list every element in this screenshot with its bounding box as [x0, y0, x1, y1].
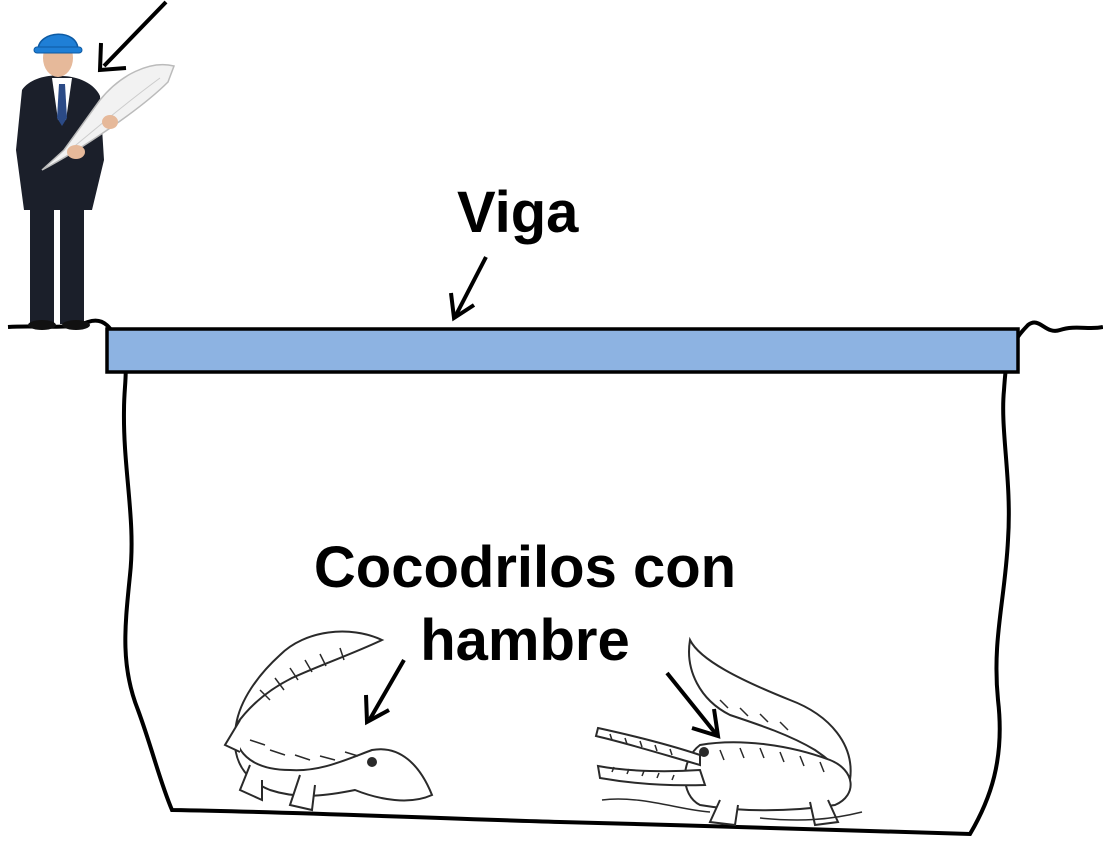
crocodiles-label-line2: hambre — [290, 604, 760, 677]
beam-label: Viga — [457, 184, 578, 242]
beam — [107, 329, 1018, 372]
crocodiles-label-line1: Cocodrilos con — [290, 531, 760, 604]
engineer-with-blueprints-icon — [16, 34, 174, 330]
crocodiles-label: Cocodrilos con hambre — [290, 531, 760, 677]
engineer-arrow — [104, 2, 166, 66]
